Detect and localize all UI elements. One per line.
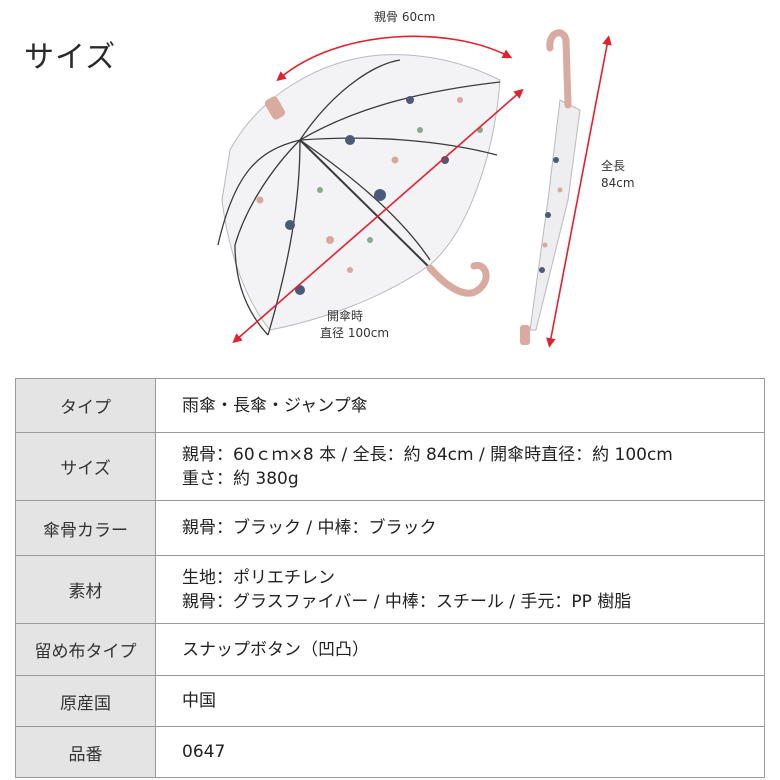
- total-length-value: 84cm: [601, 176, 635, 190]
- spec-row-strap: 留め布タイプ スナップボタン（凹凸）: [15, 623, 765, 676]
- page-title: サイズ: [24, 40, 117, 75]
- spec-value: 生地：ポリエチレン 親骨：グラスファイバー / 中棒：スチール / 手元：PP …: [155, 555, 765, 624]
- spec-key: 原産国: [15, 675, 156, 727]
- total-length-arrow: [546, 35, 612, 348]
- open-umbrella-icon: [217, 54, 501, 336]
- spec-key: 留め布タイプ: [15, 623, 156, 676]
- spec-row-material: 素材 生地：ポリエチレン 親骨：グラスファイバー / 中棒：スチール / 手元：…: [15, 555, 765, 624]
- closed-umbrella-icon: [520, 29, 581, 345]
- spec-row-type: タイプ 雨傘・長傘・ジャンプ傘: [15, 378, 765, 433]
- spec-value: 親骨：ブラック / 中棒：ブラック: [155, 500, 765, 556]
- spec-value-line: 親骨：グラスファイバー / 中棒：スチール / 手元：PP 樹脂: [182, 591, 632, 612]
- spec-row-item-number: 品番 0647: [15, 726, 765, 778]
- spec-value-line: 中国: [182, 691, 216, 711]
- spec-key: 品番: [15, 726, 156, 778]
- spec-value: 親骨：60ｃｍ×8 本 / 全長：約 84cm / 開傘時直径：約 100cm …: [155, 432, 765, 501]
- spec-row-origin: 原産国 中国: [15, 675, 765, 727]
- diameter-value: 直径 100cm: [320, 326, 389, 340]
- spec-key: タイプ: [15, 378, 156, 433]
- diameter-arrow: [232, 88, 524, 344]
- rib-length-label: 親骨 60cm: [374, 10, 435, 24]
- spec-key: サイズ: [15, 432, 156, 501]
- spec-row-frame-color: 傘骨カラー 親骨：ブラック / 中棒：ブラック: [15, 500, 765, 556]
- spec-value-line: 重さ：約 380g: [182, 468, 299, 489]
- spec-key: 傘骨カラー: [15, 500, 156, 556]
- rib-length-arrow: [276, 35, 513, 82]
- spec-table: タイプ 雨傘・長傘・ジャンプ傘 サイズ 親骨：60ｃｍ×8 本 / 全長：約 8…: [15, 378, 765, 778]
- spec-value: 雨傘・長傘・ジャンプ傘: [155, 378, 765, 433]
- spec-value-line: 生地：ポリエチレン: [182, 567, 335, 588]
- spec-row-size: サイズ 親骨：60ｃｍ×8 本 / 全長：約 84cm / 開傘時直径：約 10…: [15, 432, 765, 501]
- spec-value-line: 0647: [182, 742, 226, 762]
- spec-value: 0647: [155, 726, 765, 778]
- total-length-label: 全長: [601, 158, 625, 173]
- spec-value-line: 親骨：60ｃｍ×8 本 / 全長：約 84cm / 開傘時直径：約 100cm: [182, 444, 673, 465]
- spec-key: 素材: [15, 555, 156, 624]
- umbrella-size-illustration: 親骨 60cm 全長 84cm 開傘時 直径 100cm: [217, 10, 635, 348]
- spec-value-line: スナップボタン（凹凸）: [182, 639, 369, 660]
- diameter-label: 開傘時: [327, 309, 363, 323]
- spec-value-line: 親骨：ブラック / 中棒：ブラック: [182, 518, 437, 538]
- spec-value: 中国: [155, 675, 765, 727]
- spec-value: スナップボタン（凹凸）: [155, 623, 765, 676]
- spec-value-line: 雨傘・長傘・ジャンプ傘: [182, 395, 368, 416]
